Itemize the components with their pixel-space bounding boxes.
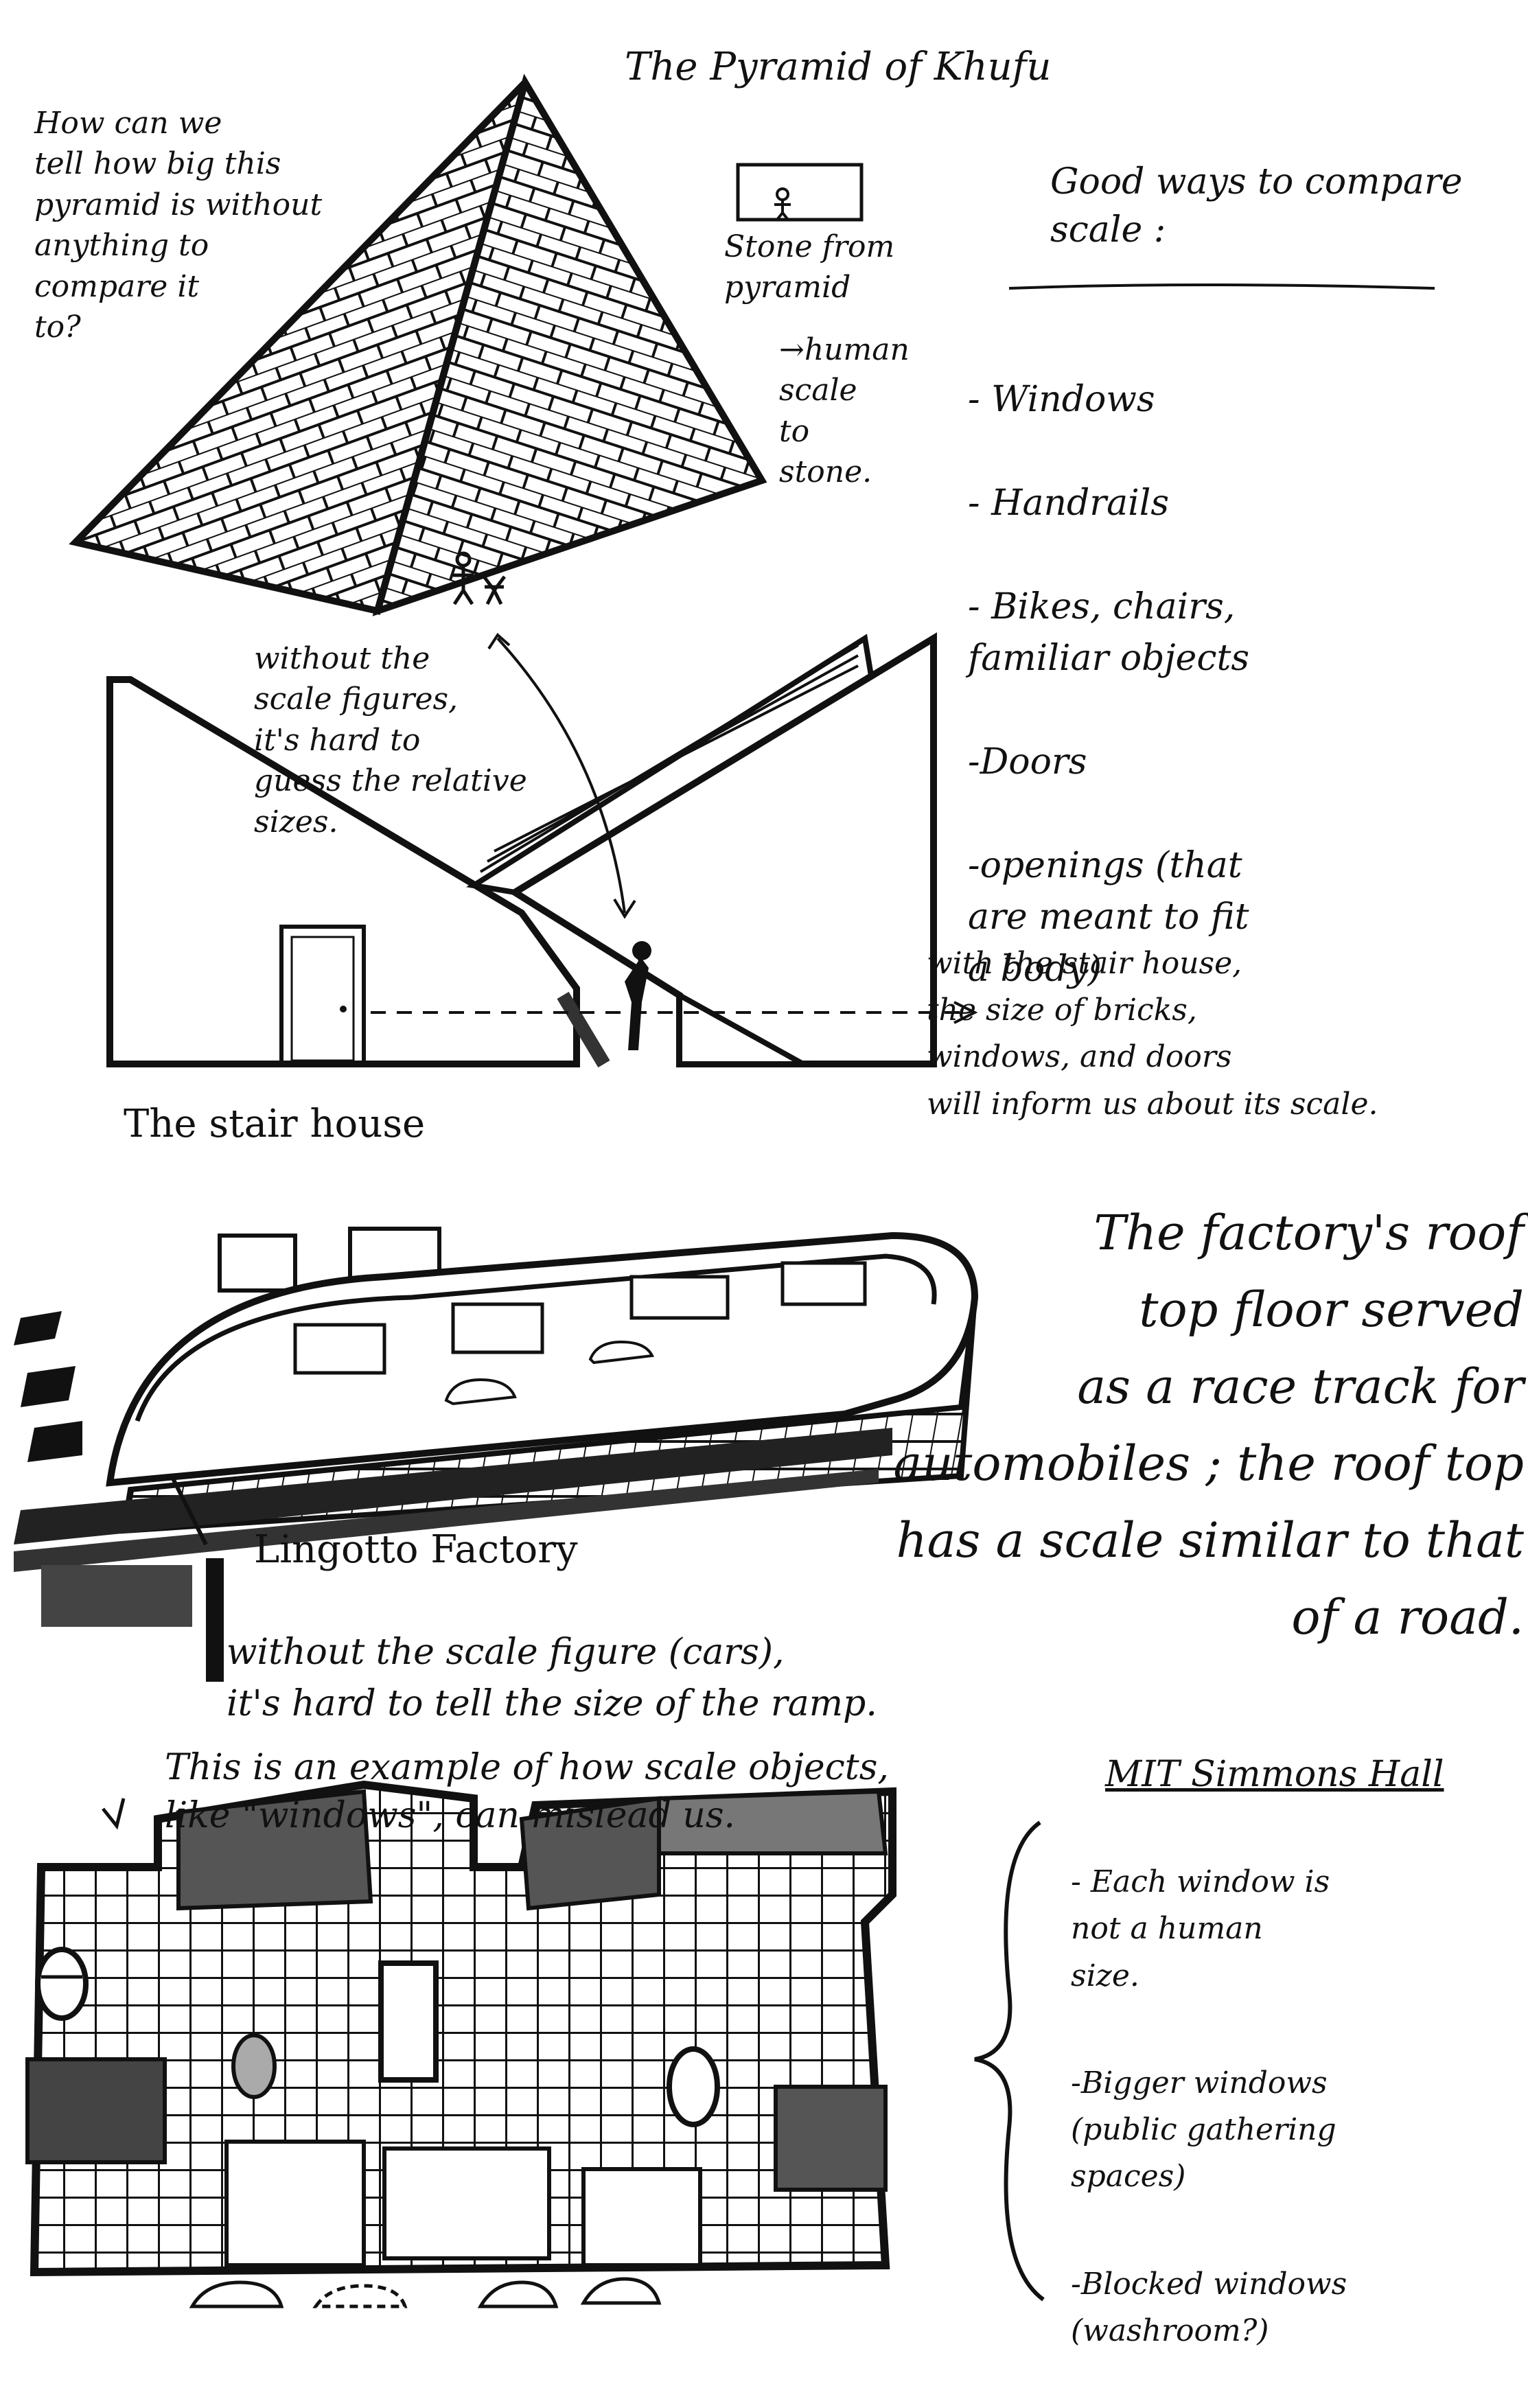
compare-list: - Windows - Handrails - Bikes, chairs, f…	[968, 323, 1517, 1047]
simmons-item: -Bigger windows (public gathering spaces…	[1071, 2060, 1510, 2201]
stair-house-note: with the stair house, the size of bricks…	[927, 940, 1517, 1128]
lingotto-example: This is an example of how scale objects,…	[165, 1744, 1057, 1840]
lingotto-note: without the scale figure (cars), it's ha…	[227, 1627, 982, 1730]
compare-item: -Doors	[968, 737, 1517, 788]
stair-house-annotation: without the scale figures, it's hard to …	[254, 638, 638, 842]
brace-icon	[975, 1822, 1043, 2300]
scale-note: →human scale to stone.	[779, 329, 944, 493]
simmons-heading: MIT Simmons Hall	[1105, 1750, 1517, 1798]
simmons-item: - Each window is not a human size.	[1071, 1859, 1510, 2000]
simmons-list: - Each window is not a human size. -Bigg…	[1071, 1812, 1510, 2401]
stone-note: Stone from pyramid	[724, 227, 930, 308]
compare-item: - Handrails	[968, 478, 1517, 529]
compare-heading: Good ways to compare scale :	[1050, 158, 1517, 254]
lingotto-label: Lingotto Factory	[254, 1524, 700, 1576]
simmons-item: -Blocked windows (washroom?)	[1071, 2261, 1510, 2354]
simmons-hall-drawing	[27, 1785, 1043, 2306]
lingotto-description: The factory's roof top floor served as a…	[824, 1194, 1524, 1656]
stone-figure-icon	[774, 189, 791, 220]
compare-item: - Windows	[968, 374, 1517, 426]
compare-item: - Bikes, chairs, familiar objects	[968, 581, 1517, 685]
stair-house-caption: The stair house	[124, 1098, 535, 1150]
pyramid-title: The Pyramid of Khufu	[625, 41, 1105, 93]
pyramid-question: How can we tell how big this pyramid is …	[34, 103, 391, 347]
car-icons	[192, 2279, 659, 2306]
